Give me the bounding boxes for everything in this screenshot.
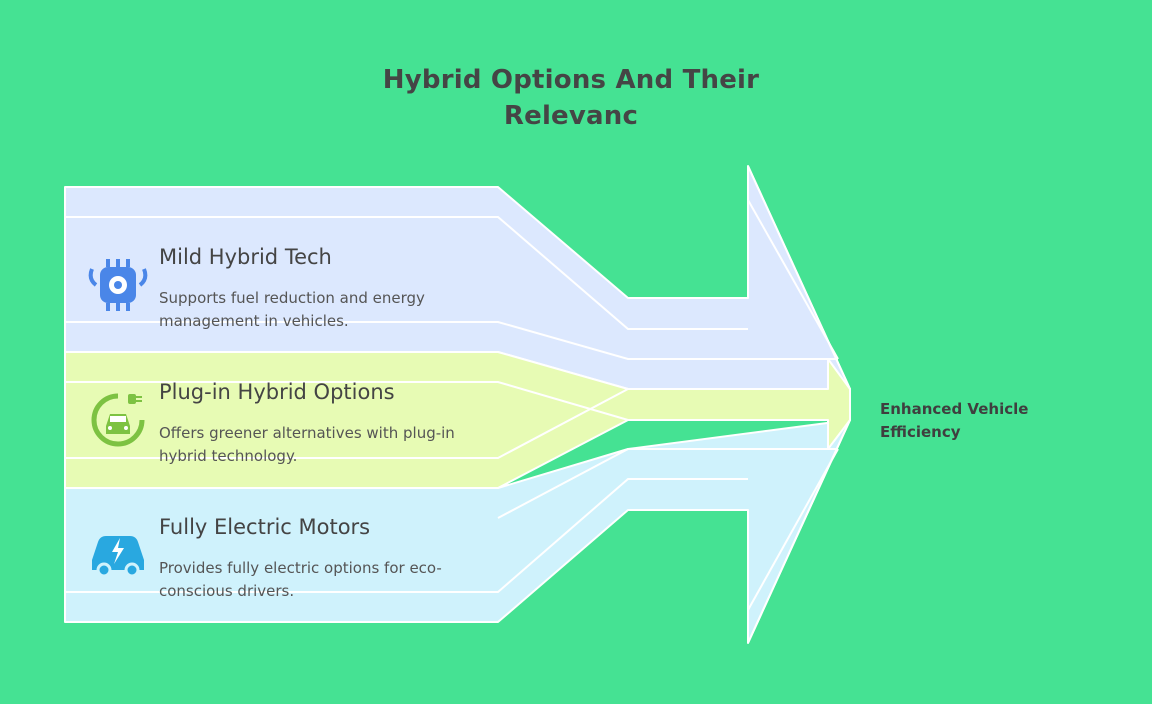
plug-car-icon bbox=[88, 390, 148, 450]
outcome-label: Enhanced Vehicle Efficiency bbox=[880, 400, 1029, 441]
item-desc-mild-hybrid: Supports fuel reduction and energy manag… bbox=[159, 289, 425, 330]
item-title-mild-hybrid: Mild Hybrid Tech bbox=[159, 245, 332, 269]
electric-car-icon bbox=[88, 524, 148, 584]
item-desc-plug-in-hybrid: Offers greener alternatives with plug-in… bbox=[159, 424, 455, 465]
band-mild-hybrid-inner-line bbox=[65, 216, 748, 330]
band-plug-in-hybrid-inner-line bbox=[65, 381, 828, 421]
item-desc-fully-electric: Provides fully electric options for eco-… bbox=[159, 559, 442, 600]
band-fully-electric-inner-line bbox=[65, 478, 748, 593]
diagram-title: Hybrid Options And Their Relevanc bbox=[382, 65, 760, 131]
arrow-tip bbox=[747, 165, 851, 644]
band-mild-hybrid-lower-line bbox=[65, 321, 838, 360]
band-plug-in-hybrid-lower-line bbox=[65, 388, 828, 459]
item-title-plug-in-hybrid: Plug-in Hybrid Options bbox=[159, 380, 395, 404]
engine-gear-icon bbox=[88, 255, 148, 315]
item-title-fully-electric: Fully Electric Motors bbox=[159, 515, 371, 539]
band-fully-electric bbox=[64, 419, 851, 644]
band-fully-electric-upper-line bbox=[497, 448, 838, 519]
